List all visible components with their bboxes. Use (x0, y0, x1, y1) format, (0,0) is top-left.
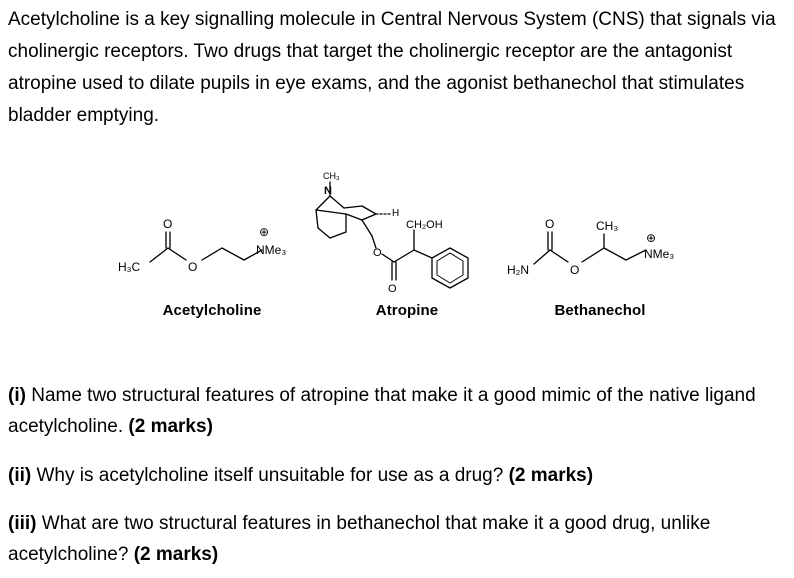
atropine-bond (315, 209, 319, 229)
question-2: (ii) Why is acetylcholine itself unsuita… (8, 460, 792, 491)
bethanechol-label: Bethanechol (554, 302, 646, 319)
question-1: (i) Name two structural features of atro… (8, 380, 792, 442)
acetylcholine-bond (243, 249, 263, 261)
atropine-bond (343, 205, 363, 209)
question-1-marks: (2 marks) (128, 416, 213, 437)
acetylcholine-charge: ⊕ (259, 225, 269, 239)
bethanechol-atom-h2n: H₂N (507, 263, 529, 277)
atropine-bond (345, 213, 363, 221)
atropine-bond (371, 235, 377, 249)
acetylcholine-atom-o-top: O (163, 217, 172, 231)
bethanechol-bond (549, 249, 569, 263)
acetylcholine-atom-methyl: H₃C (118, 260, 141, 274)
acetylcholine-label: Acetylcholine (162, 302, 262, 319)
atropine-atom-h: H (392, 208, 399, 219)
atropine-bond (361, 219, 373, 237)
bethanechol-atom-ch3: CH₃ (596, 219, 618, 233)
atropine-phenyl-inner (436, 252, 464, 284)
atropine-atom-o-carbonyl: O (388, 283, 397, 295)
chemical-structures-figure: O H₃C O ⊕ NMe₃ (0, 150, 794, 340)
atropine-bond (361, 205, 377, 215)
bethanechol-bond (625, 249, 647, 261)
acetylcholine-structure: O H₃C O ⊕ NMe₃ (118, 217, 286, 274)
question-2-text: Why is acetylcholine itself unsuitable f… (31, 465, 509, 486)
acetylcholine-atom-nme3: NMe₃ (256, 243, 286, 257)
question-2-number: (ii) (8, 465, 32, 486)
bethanechol-bond (581, 247, 605, 263)
acetylcholine-bond (149, 247, 169, 263)
question-3-text: What are two structural features in beth… (8, 513, 711, 565)
bethanechol-bond (603, 247, 627, 261)
question-1-text: Name two structural features of atropine… (8, 385, 756, 437)
atropine-bond (361, 213, 377, 221)
acetylcholine-bond (201, 247, 223, 261)
structures-drawing: O H₃C O ⊕ NMe₃ (118, 171, 674, 295)
atropine-bond (315, 209, 347, 215)
question-2-marks: (2 marks) (508, 465, 594, 486)
question-3-number: (iii) (8, 513, 37, 534)
question-1-number: (i) (8, 385, 26, 406)
atropine-bond (317, 227, 331, 239)
atropine-bond (329, 231, 347, 239)
atropine-atom-n: N (324, 185, 332, 197)
atropine-phenyl-ring (431, 247, 469, 289)
atropine-bond (381, 253, 395, 263)
atropine-atom-ch3: CH₃ (323, 171, 340, 181)
atropine-bond (329, 195, 345, 209)
atropine-bond (393, 249, 415, 263)
atropine-bond (413, 249, 433, 259)
question-3-marks: (2 marks) (133, 544, 219, 565)
bethanechol-charge: ⊕ (646, 231, 656, 245)
bethanechol-atom-o-top: O (545, 217, 554, 231)
atropine-label: Atropine (375, 302, 439, 319)
intro-paragraph: Acetylcholine is a key signalling molecu… (8, 9, 776, 126)
atropine-atom-o-ring: O (373, 247, 382, 259)
atropine-structure: CH₃ N H CH₂OH O O (315, 171, 469, 295)
bethanechol-atom-nme3: NMe₃ (644, 247, 674, 261)
atropine-bond (315, 195, 331, 211)
atropine-atom-ch2oh: CH₂OH (406, 219, 443, 231)
acetylcholine-atom-o-ester: O (188, 260, 197, 274)
bethanechol-atom-o-ester: O (570, 263, 579, 277)
question-3: (iii) What are two structural features i… (8, 508, 792, 570)
acetylcholine-bond (167, 247, 187, 261)
acetylcholine-bond (221, 247, 245, 261)
bethanechol-structure: O CH₃ H₂N O ⊕ NMe₃ (507, 217, 674, 277)
bethanechol-bond (533, 249, 551, 265)
